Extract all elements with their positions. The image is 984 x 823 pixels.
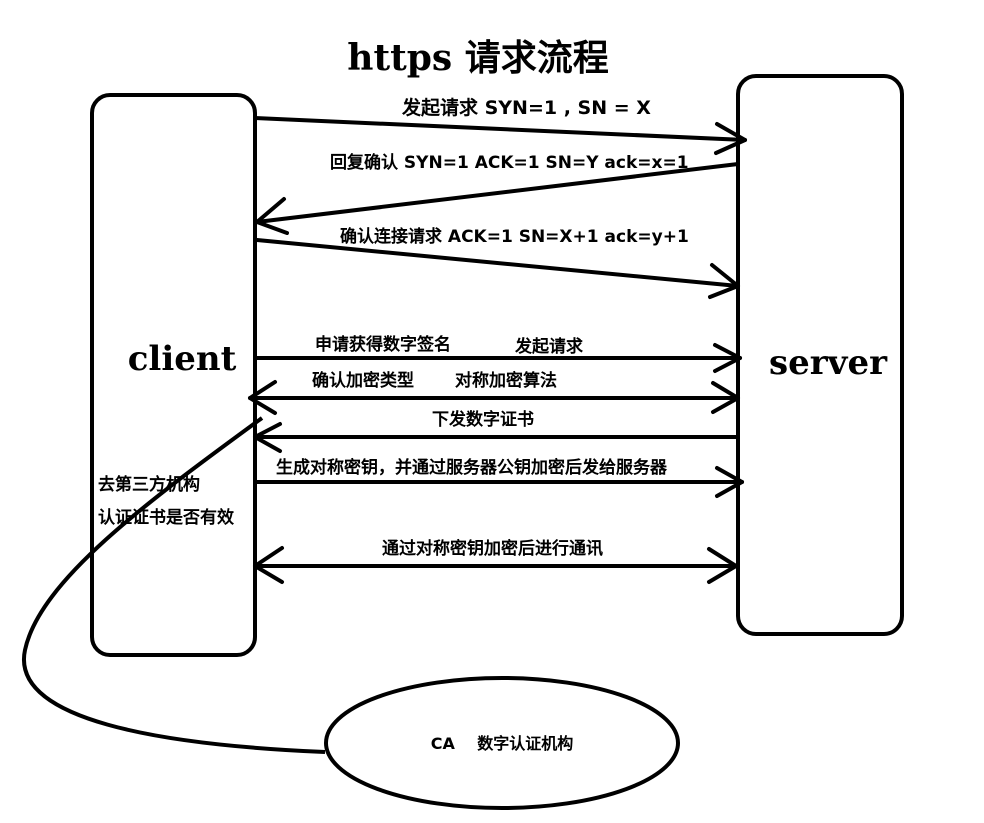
label-communicate: 通过对称密钥加密后进行通讯: [382, 538, 603, 559]
label-symmetric-algorithm: 对称加密算法: [455, 370, 557, 391]
arrow-communicate: [253, 546, 738, 584]
arrow-syn-ack: [255, 162, 740, 235]
diagram-title: https 请求流程: [347, 37, 608, 79]
arrow-send-certificate: [253, 422, 740, 453]
label-send-key: 生成对称密钥，并通过服务器公钥加密后发给服务器: [276, 457, 668, 478]
label-ca-note-line2: 认证证书是否有效: [98, 507, 234, 528]
ca-label: CA 数字认证机构: [431, 734, 573, 753]
server-node: server: [736, 74, 904, 636]
arrow-ack: [255, 238, 740, 299]
client-node: client: [90, 93, 257, 657]
arrow-confirm-encryption: [248, 380, 740, 415]
label-confirm-encryption: 确认加密类型: [312, 370, 414, 391]
label-send-request: 发起请求: [514, 336, 583, 357]
server-label: server: [769, 343, 888, 383]
label-syn: 发起请求 SYN=1 , SN = X: [401, 96, 651, 119]
label-request-signature: 申请获得数字签名: [315, 334, 451, 355]
ca-node: CA 数字认证机构: [324, 676, 680, 810]
label-ca-note-line1: 去第三方机构: [98, 474, 200, 495]
label-syn-ack: 回复确认 SYN=1 ACK=1 SN=Y ack=x=1: [330, 152, 689, 173]
arrow-send-key: [253, 466, 744, 498]
arrow-request-signature: [253, 343, 742, 373]
ca-verification-curve: [21, 416, 326, 754]
client-label: client: [128, 339, 237, 379]
label-send-certificate: 下发数字证书: [432, 409, 534, 430]
ca-ellipse: [324, 676, 680, 810]
arrow-syn: [253, 116, 747, 155]
label-ack: 确认连接请求 ACK=1 SN=X+1 ack=y+1: [340, 226, 689, 247]
